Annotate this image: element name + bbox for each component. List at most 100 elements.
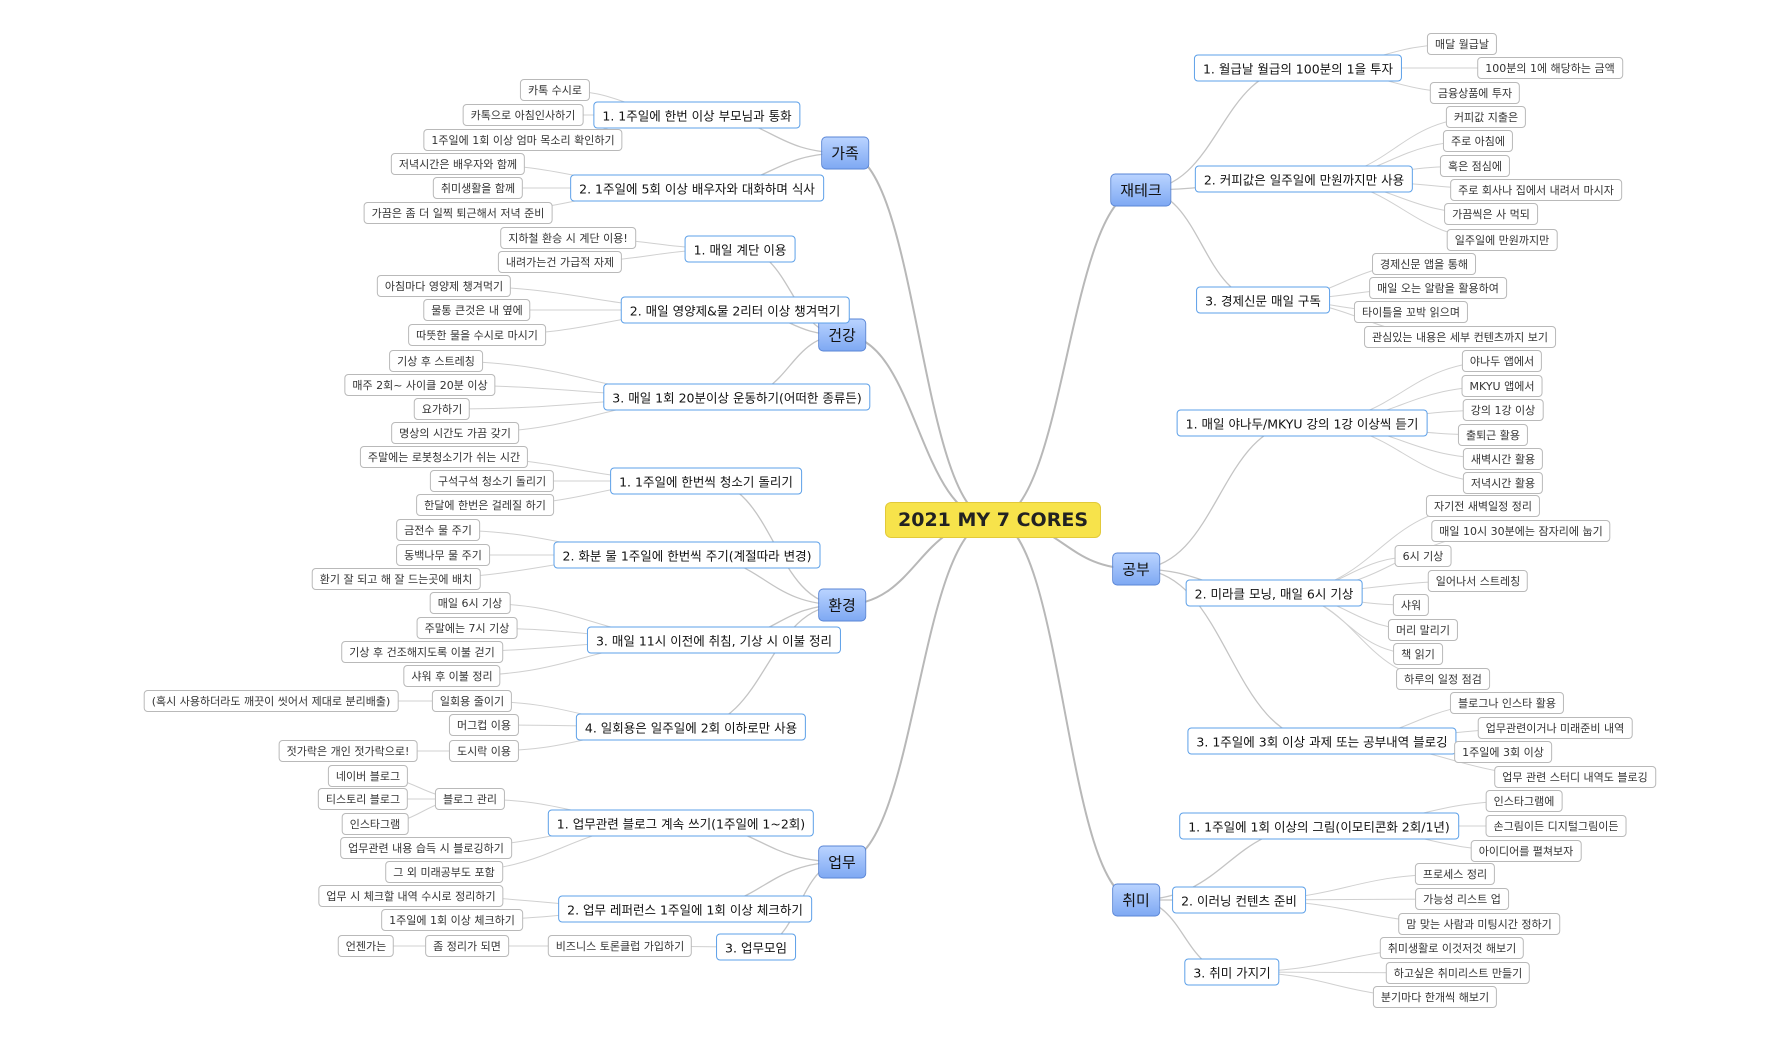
leaf-item[interactable]: 머리 말리기 — [1387, 619, 1459, 641]
leaf-item[interactable]: 아침마다 영양제 챙겨먹기 — [376, 275, 512, 297]
leaf-item[interactable]: 좀 정리가 되면 — [425, 935, 509, 957]
leaf-item[interactable]: 비즈니스 토론클럽 가입하기 — [547, 935, 693, 957]
sub-topic-hobby-1[interactable]: 1. 1주일에 1회 이상의 그림(이모티콘화 2회/1년) — [1179, 812, 1459, 840]
leaf-item[interactable]: 가능성 리스트 업 — [1415, 888, 1509, 910]
leaf-item[interactable]: 출퇴근 활용 — [1457, 424, 1529, 446]
leaf-item[interactable]: 명상의 시간도 가끔 갖기 — [391, 422, 519, 444]
leaf-item[interactable]: 네이버 블로그 — [327, 765, 409, 787]
leaf-item[interactable]: 경제신문 앱을 통해 — [1372, 253, 1476, 275]
sub-topic-hobby-2[interactable]: 2. 이러닝 컨텐츠 준비 — [1172, 886, 1306, 914]
leaf-item[interactable]: 저녁시간은 배우자와 함께 — [390, 153, 526, 175]
leaf-item[interactable]: 환기 잘 되고 해 잘 드는곳에 배치 — [311, 568, 481, 590]
sub-topic-study-2[interactable]: 2. 미라클 모닝, 매일 6시 기상 — [1185, 579, 1363, 607]
leaf-item[interactable]: 주로 회사나 집에서 내려서 마시자 — [1450, 179, 1622, 201]
leaf-item[interactable]: 블로그 관리 — [434, 788, 506, 810]
branch-family[interactable]: 가족 — [821, 136, 869, 170]
leaf-item[interactable]: 인스타그램 — [341, 813, 409, 835]
leaf-item[interactable]: 취미생활로 이것저것 해보기 — [1379, 937, 1525, 959]
leaf-item[interactable]: 저녁시간 활용 — [1462, 472, 1544, 494]
leaf-item[interactable]: 내려가는건 가급적 자제 — [497, 251, 623, 273]
leaf-item[interactable]: 분기마다 한개씩 해보기 — [1372, 986, 1498, 1008]
leaf-item[interactable]: 지하철 환승 시 계단 이용! — [500, 227, 636, 249]
sub-topic-work-1[interactable]: 1. 업무관련 블로그 계속 쓰기(1주일에 1~2회) — [547, 809, 815, 837]
leaf-item[interactable]: 1주일에 1회 이상 체크하기 — [381, 909, 523, 931]
leaf-item[interactable]: 업무관련 내용 습득 시 블로깅하기 — [340, 837, 512, 859]
leaf-item[interactable]: 매일 6시 기상 — [429, 592, 511, 614]
leaf-item[interactable]: 주말에는 7시 기상 — [416, 617, 518, 639]
leaf-item[interactable]: 6시 기상 — [1394, 545, 1452, 567]
leaf-item[interactable]: 기상 후 스트레칭 — [389, 350, 483, 372]
sub-topic-work-3[interactable]: 3. 업무모임 — [716, 933, 796, 961]
leaf-item[interactable]: 젓가락은 개인 젓가락으로! — [278, 740, 418, 762]
sub-topic-env-3[interactable]: 3. 매일 11시 이전에 취침, 기상 시 이불 정리 — [586, 626, 842, 654]
leaf-item[interactable]: 매달 월급날 — [1426, 33, 1498, 55]
leaf-item[interactable]: 관심있는 내용은 세부 컨텐츠까지 보기 — [1364, 326, 1556, 348]
leaf-item[interactable]: 물통 큰것은 내 옆에 — [423, 299, 531, 321]
leaf-item[interactable]: 하루의 일정 점검 — [1396, 668, 1490, 690]
leaf-item[interactable]: 새벽시간 활용 — [1462, 448, 1544, 470]
sub-topic-health-2[interactable]: 2. 매일 영양제&물 2리터 이상 챙겨먹기 — [620, 296, 850, 324]
leaf-item[interactable]: 취미생활을 함께 — [432, 177, 524, 199]
leaf-item[interactable]: 카톡으로 아침인사하기 — [462, 104, 584, 126]
leaf-item[interactable]: 야나두 앱에서 — [1461, 350, 1543, 372]
leaf-item[interactable]: 주로 아침에 — [1442, 130, 1514, 152]
sub-topic-hobby-3[interactable]: 3. 취미 가지기 — [1184, 958, 1280, 986]
leaf-item[interactable]: 1주일에 1회 이상 엄마 목소리 확인하기 — [423, 129, 623, 151]
leaf-item[interactable]: 동백나무 물 주기 — [396, 544, 490, 566]
leaf-item[interactable]: 구석구석 청소기 돌리기 — [429, 470, 555, 492]
leaf-item[interactable]: 혹은 점심에 — [1439, 155, 1511, 177]
leaf-item[interactable]: 손그림이든 디지털그림이든 — [1485, 815, 1627, 837]
sub-topic-family-2[interactable]: 2. 1주일에 5회 이상 배우자와 대화하며 식사 — [570, 174, 824, 202]
leaf-item[interactable]: 요가하기 — [413, 398, 471, 420]
sub-topic-fin-1[interactable]: 1. 월급날 월급의 100분의 1을 투자 — [1193, 54, 1403, 82]
leaf-item[interactable]: 금융상품에 투자 — [1429, 82, 1521, 104]
central-topic[interactable]: 2021 MY 7 CORES — [885, 502, 1101, 538]
sub-topic-fin-2[interactable]: 2. 커피값은 일주일에 만원까지만 사용 — [1194, 165, 1414, 193]
leaf-item[interactable]: 일주일에 만원까지만 — [1446, 229, 1558, 251]
leaf-item[interactable]: 주말에는 로봇청소기가 쉬는 시간 — [359, 446, 529, 468]
branch-study[interactable]: 공부 — [1112, 552, 1160, 586]
sub-topic-env-2[interactable]: 2. 화분 물 1주일에 한번씩 주기(계절따라 변경) — [553, 541, 821, 569]
leaf-item[interactable]: 도시락 이용 — [448, 740, 520, 762]
leaf-item[interactable]: 가끔은 좀 더 일찍 퇴근해서 저녁 준비 — [363, 202, 553, 224]
sub-topic-health-1[interactable]: 1. 매일 계단 이용 — [684, 235, 796, 263]
leaf-item[interactable]: 커피값 지출은 — [1445, 106, 1527, 128]
sub-topic-fin-3[interactable]: 3. 경제신문 매일 구독 — [1196, 286, 1330, 314]
leaf-item[interactable]: 일회용 줄이기 — [431, 690, 513, 712]
leaf-item[interactable]: 하고싶은 취미리스트 만들기 — [1385, 962, 1531, 984]
leaf-item[interactable]: 샤워 — [1392, 594, 1430, 616]
leaf-item[interactable]: 따뜻한 물을 수시로 마시기 — [408, 324, 546, 346]
leaf-item[interactable]: 금전수 물 주기 — [396, 519, 480, 541]
leaf-item[interactable]: 언젠가는 — [337, 935, 395, 957]
branch-env[interactable]: 환경 — [818, 588, 866, 622]
leaf-item[interactable]: 기상 후 건조해지도록 이불 걷기 — [341, 641, 503, 663]
leaf-item[interactable]: MKYU 앱에서 — [1461, 375, 1543, 397]
leaf-item[interactable]: 매일 오는 알람을 활용하여 — [1369, 277, 1507, 299]
leaf-item[interactable]: 한달에 한번은 걸레질 하기 — [416, 494, 554, 516]
leaf-item[interactable]: 카톡 수시로 — [519, 79, 591, 101]
branch-finance[interactable]: 재테크 — [1110, 173, 1172, 207]
leaf-item[interactable]: 아이디어를 펼쳐보자 — [1470, 840, 1582, 862]
leaf-item[interactable]: 티스토리 블로그 — [317, 788, 409, 810]
leaf-item[interactable]: 블로그나 인스타 활용 — [1449, 692, 1565, 714]
leaf-item[interactable]: 가끔씩은 사 먹되 — [1444, 203, 1538, 225]
sub-topic-health-3[interactable]: 3. 매일 1회 20분이상 운동하기(어떠한 종류든) — [603, 383, 871, 411]
sub-topic-env-4[interactable]: 4. 일회용은 일주일에 2회 이하로만 사용 — [575, 713, 807, 741]
leaf-item[interactable]: 프로세스 정리 — [1414, 863, 1496, 885]
leaf-item[interactable]: 매주 2회~ 사이클 20분 이상 — [344, 374, 496, 396]
leaf-item[interactable]: 샤워 후 이불 정리 — [403, 665, 501, 687]
leaf-item[interactable]: 책 읽기 — [1393, 643, 1443, 665]
leaf-item[interactable]: 맘 맞는 사람과 미팅시간 정하기 — [1398, 913, 1560, 935]
branch-hobby[interactable]: 취미 — [1112, 883, 1160, 917]
branch-work[interactable]: 업무 — [818, 845, 866, 879]
sub-topic-study-3[interactable]: 3. 1주일에 3회 이상 과제 또는 공부내역 블로깅 — [1187, 727, 1457, 755]
leaf-item[interactable]: 업무관련이거나 미래준비 내역 — [1477, 717, 1633, 739]
leaf-item[interactable]: 일어나서 스트레칭 — [1427, 570, 1529, 592]
leaf-item[interactable]: 매일 10시 30분에는 잠자리에 눕기 — [1431, 520, 1611, 542]
leaf-item[interactable]: 업무 시 체크할 내역 수시로 정리하기 — [318, 885, 504, 907]
leaf-item[interactable]: 머그컵 이용 — [448, 714, 520, 736]
sub-topic-work-2[interactable]: 2. 업무 레퍼런스 1주일에 1회 이상 체크하기 — [558, 895, 812, 923]
sub-topic-study-1[interactable]: 1. 매일 야나두/MKYU 강의 1강 이상씩 듣기 — [1176, 409, 1428, 437]
sub-topic-env-1[interactable]: 1. 1주일에 한번씩 청소기 돌리기 — [610, 467, 802, 495]
leaf-item[interactable]: 그 외 미래공부도 포함 — [385, 861, 503, 883]
